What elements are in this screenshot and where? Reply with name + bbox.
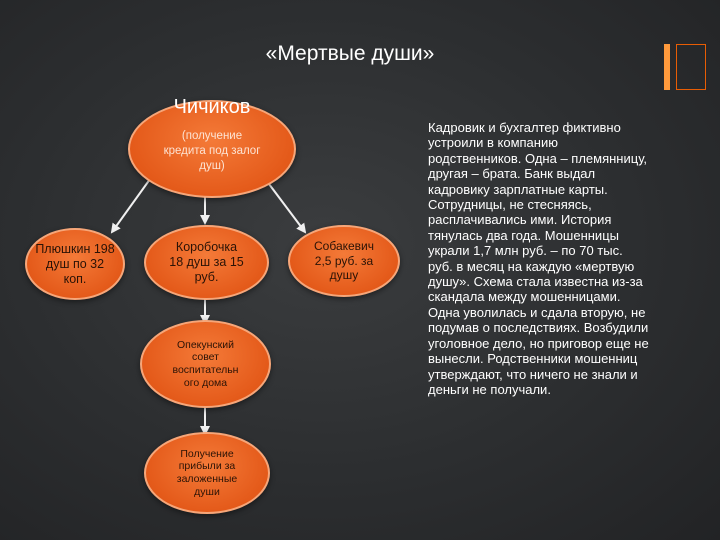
slide-title: «Мертвые души» bbox=[265, 42, 435, 65]
node-profit-label: Получение прибыли за заложенные души bbox=[176, 447, 238, 498]
node-chichikov-name: Чичиков bbox=[173, 96, 251, 119]
side-story-text: Кадровик и бухгалтер фиктивно устроили в… bbox=[428, 120, 649, 397]
node-chichikov-detail: (получение кредита под залог душ) bbox=[163, 130, 261, 172]
node-plyushkin: Плюшкин 198 душ по 32 коп. bbox=[25, 228, 125, 300]
node-sobakevich: Собакевич 2,5 руб. за душу bbox=[288, 225, 400, 297]
node-korobochka: Коробочка 18 душ за 15 руб. bbox=[144, 225, 269, 300]
node-opekunsky-label: Опекунский совет воспитательн ого дома bbox=[172, 338, 239, 389]
node-profit: Получение прибыли за заложенные души bbox=[144, 432, 270, 514]
node-opekunsky: Опекунский совет воспитательн ого дома bbox=[140, 320, 271, 408]
node-plyushkin-label: Плюшкин 198 душ по 32 коп. bbox=[35, 241, 115, 286]
node-korobochka-label: Коробочка 18 душ за 15 руб. bbox=[169, 240, 244, 284]
node-chichikov: Чичиков (получение кредита под залог душ… bbox=[128, 96, 296, 198]
node-sobakevich-label: Собакевич 2,5 руб. за душу bbox=[314, 239, 374, 283]
decorative-bar bbox=[664, 44, 712, 90]
